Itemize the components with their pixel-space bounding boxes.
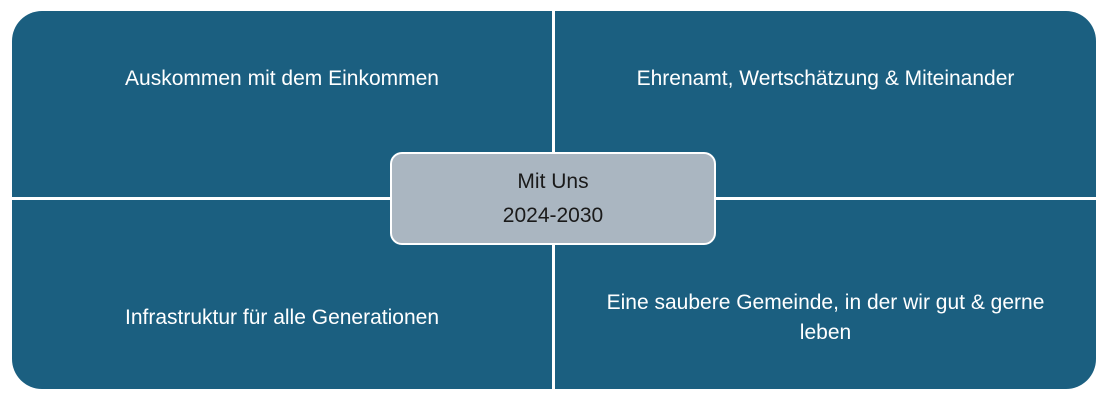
center-title: Mit Uns bbox=[517, 169, 589, 193]
center-years: 2024-2030 bbox=[502, 203, 604, 227]
quadrant-top-left: Auskommen mit dem Einkommen bbox=[12, 11, 552, 197]
quadrant-bottom-right: Eine saubere Gemeinde, in der wir gut & … bbox=[555, 200, 1096, 389]
quadrant-top-right-label: Ehrenamt, Wertschätzung & Miteinander bbox=[636, 67, 1015, 90]
quadrant-bottom-right-label: Eine saubere Gemeinde, in der wir gut & … bbox=[606, 290, 1045, 344]
center-box: Mit Uns 2024-2030 bbox=[390, 152, 716, 245]
quadrant-bottom-left-label: Infrastruktur für alle Generationen bbox=[125, 305, 439, 329]
quadrant-top-left-label: Auskommen mit dem Einkommen bbox=[125, 67, 439, 90]
